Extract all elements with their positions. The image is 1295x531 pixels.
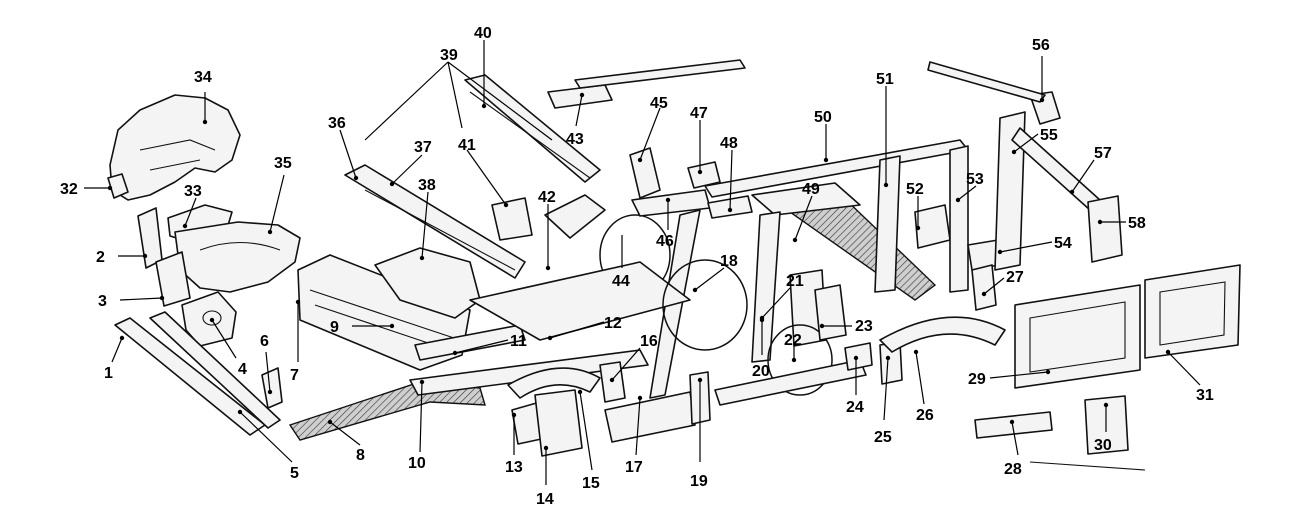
- callout-22: 22: [784, 332, 802, 349]
- part-3-shape: [155, 251, 191, 307]
- callout-16: 16: [640, 333, 658, 350]
- part-29-shape: [1014, 284, 1141, 389]
- part-11-shape: [414, 324, 526, 361]
- callout-43: 43: [566, 131, 584, 148]
- callout-6: 6: [260, 333, 269, 350]
- callout-20: 20: [752, 363, 770, 380]
- callout-23: 23: [855, 318, 873, 335]
- callout-41: 41: [458, 137, 476, 154]
- callout-11: 11: [510, 333, 527, 350]
- part-9-shape: [297, 254, 471, 371]
- part-37-shape: [344, 164, 526, 279]
- callout-29: 29: [968, 371, 986, 388]
- callout-1: 1: [104, 365, 113, 382]
- callout-25: 25: [874, 429, 892, 446]
- callout-56: 56: [1032, 37, 1050, 54]
- part-14-shape: [534, 389, 583, 457]
- callout-49: 49: [802, 181, 820, 198]
- callout-9: 9: [330, 319, 339, 336]
- callout-54: 54: [1054, 235, 1072, 252]
- part-42-shape: [544, 194, 606, 239]
- callout-55: 55: [1040, 127, 1058, 144]
- callout-52: 52: [906, 181, 924, 198]
- callout-51: 51: [876, 71, 894, 88]
- part-17-shape: [604, 391, 696, 443]
- leader-lines: [84, 40, 1201, 485]
- part-52-shape: [914, 204, 951, 249]
- part-40-shape: [464, 74, 601, 183]
- callout-12: 12: [604, 315, 622, 332]
- callout-48: 48: [720, 135, 738, 152]
- callout-13: 13: [505, 459, 523, 476]
- part-26-shape: [879, 316, 1006, 353]
- part-53-shape: [949, 145, 969, 293]
- callout-36: 36: [328, 115, 346, 132]
- part-55-shape: [994, 111, 1026, 271]
- part-20-shape: [751, 211, 781, 363]
- callout-19: 19: [690, 473, 708, 490]
- callout-38: 38: [418, 177, 436, 194]
- callout-42: 42: [538, 189, 556, 206]
- part-12-shape: [469, 261, 691, 341]
- callout-labels: 1 2 3 4 5 6 7 8 9 10 11 12 13 14 15 16 1…: [60, 25, 1214, 508]
- part-23-shape: [814, 284, 847, 341]
- callout-28: 28: [1004, 461, 1022, 478]
- part-27-shape: [971, 264, 997, 311]
- callout-34: 34: [194, 69, 212, 86]
- callout-24: 24: [846, 399, 864, 416]
- callout-47: 47: [690, 105, 708, 122]
- callout-8: 8: [356, 447, 365, 464]
- callout-46: 46: [656, 233, 674, 250]
- part-28-shape: [974, 411, 1053, 439]
- part-drawings: [107, 59, 1241, 471]
- callout-58: 58: [1128, 215, 1146, 232]
- part-6-shape: [261, 367, 283, 409]
- callout-18: 18: [720, 253, 738, 270]
- callout-37: 37: [414, 139, 432, 156]
- callout-27: 27: [1006, 269, 1024, 286]
- callout-32: 32: [60, 181, 78, 198]
- callout-5: 5: [290, 465, 299, 482]
- part-22-shape: [767, 324, 833, 396]
- part-41-shape: [491, 197, 533, 241]
- part-51-shape: [874, 155, 901, 293]
- part-47-shape: [687, 161, 721, 189]
- callout-10: 10: [408, 455, 426, 472]
- part-10-shape: [409, 349, 649, 396]
- callout-7: 7: [290, 367, 299, 384]
- callout-30: 30: [1094, 437, 1112, 454]
- part-32-shape: [107, 173, 129, 199]
- callout-35: 35: [274, 155, 292, 172]
- callout-44: 44: [612, 273, 630, 290]
- callout-45: 45: [650, 95, 668, 112]
- callout-39: 39: [440, 47, 458, 64]
- part-31-shape: [1144, 264, 1241, 359]
- part-18-shape: [662, 259, 748, 351]
- callout-53: 53: [966, 171, 984, 188]
- callout-57: 57: [1094, 145, 1112, 162]
- callout-40: 40: [474, 25, 492, 42]
- part-58-shape: [1087, 195, 1123, 263]
- part-45-shape: [629, 147, 661, 199]
- part-15-shape: [507, 367, 601, 399]
- callout-2: 2: [96, 249, 105, 266]
- callout-31: 31: [1196, 387, 1214, 404]
- callout-4: 4: [238, 361, 247, 378]
- callout-26: 26: [916, 407, 934, 424]
- part-2-shape: [137, 207, 163, 269]
- part-24-shape: [844, 342, 873, 371]
- part-35-shape: [174, 221, 301, 293]
- callout-33: 33: [184, 183, 202, 200]
- part-34-shape: [109, 94, 241, 201]
- part-5-shape: [149, 311, 281, 429]
- part-4-shape: [181, 291, 237, 347]
- callout-14: 14: [536, 491, 554, 508]
- callout-3: 3: [98, 293, 107, 310]
- callout-50: 50: [814, 109, 832, 126]
- callout-17: 17: [625, 459, 643, 476]
- callout-15: 15: [582, 475, 600, 492]
- callout-21: 21: [786, 273, 804, 290]
